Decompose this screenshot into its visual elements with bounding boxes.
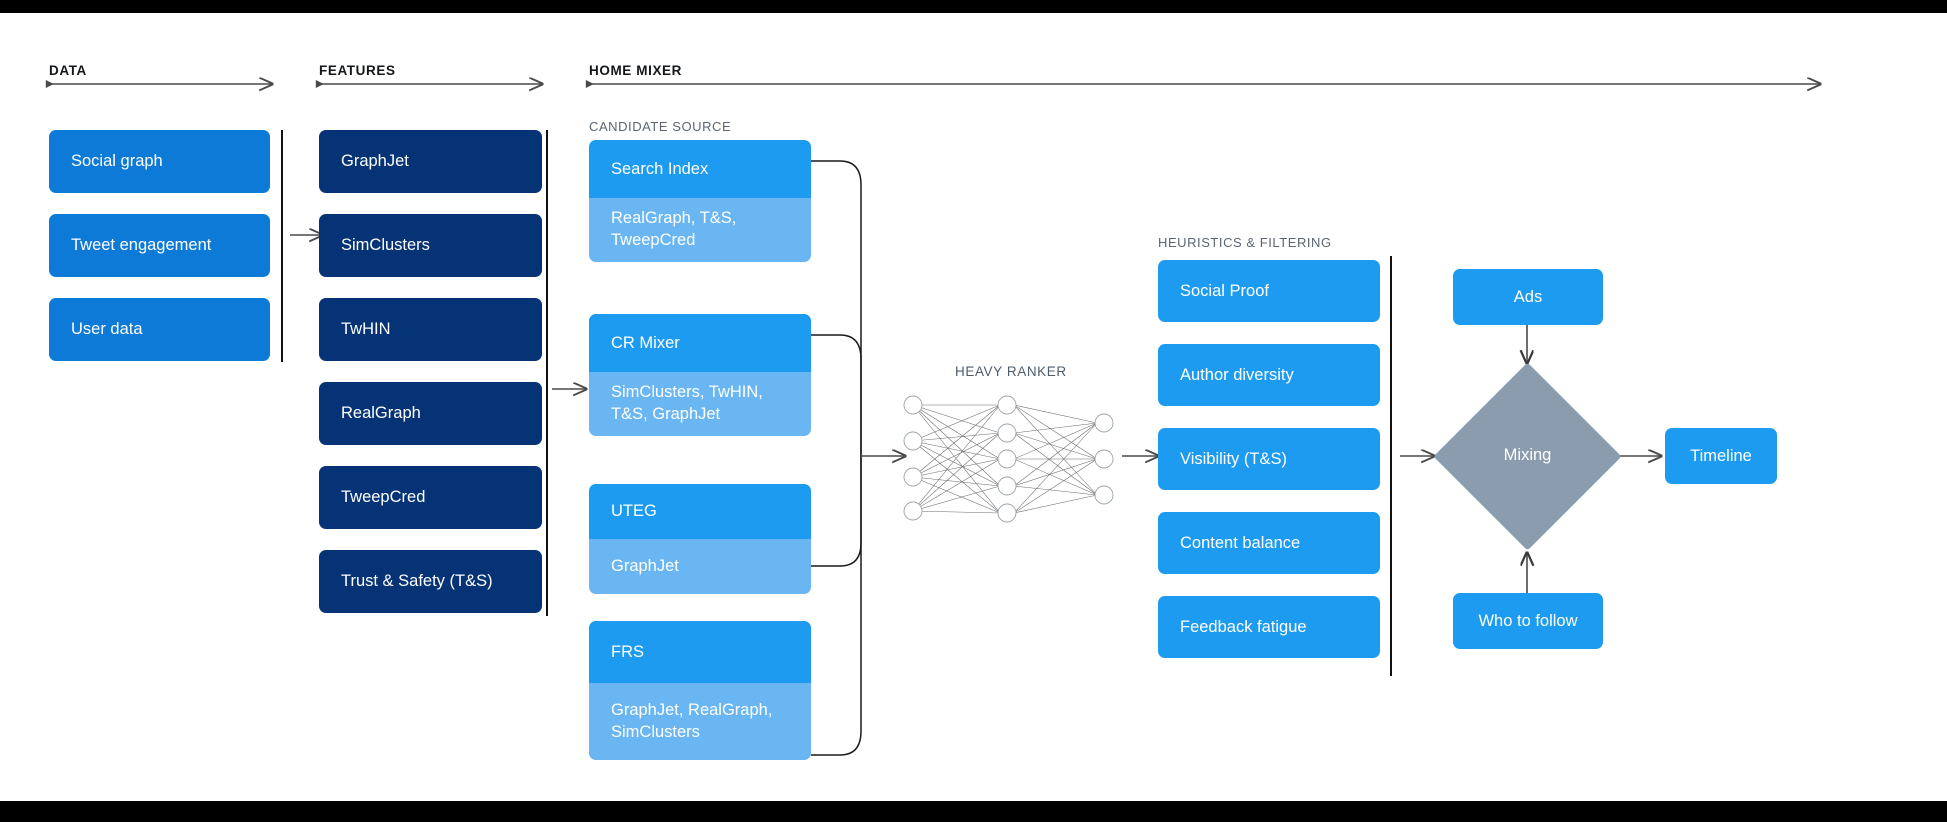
data-item-social-graph[interactable]: Social graph [49, 130, 270, 193]
features-item-twhin[interactable]: TwHIN [319, 298, 542, 361]
heuristics-item-label: Author diversity [1180, 365, 1294, 384]
section-header-features: FEATURES [319, 63, 396, 78]
features-item-tweepcred[interactable]: TweepCred [319, 466, 542, 529]
features-item-label: TwHIN [341, 320, 391, 339]
candidate-source-name: UTEG [589, 484, 811, 539]
subsection-header-candidate-source: CANDIDATE SOURCE [589, 119, 732, 134]
candidate-source-card-frs[interactable]: FRS GraphJet, RealGraph, SimClusters [589, 621, 811, 760]
separator-features-homemixer [546, 130, 548, 616]
heuristics-item-content-balance[interactable]: Content balance [1158, 512, 1380, 574]
data-item-label: Tweet engagement [71, 236, 212, 255]
candidate-source-features: GraphJet, RealGraph, SimClusters [589, 683, 811, 760]
subsection-header-heavy-ranker: HEAVY RANKER [955, 364, 1067, 379]
candidate-source-features: SimClusters, TwHIN, T&S, GraphJet [589, 372, 811, 436]
section-header-data: DATA [49, 63, 87, 78]
candidate-source-card-search-index[interactable]: Search Index RealGraph, T&S, TweepCred [589, 140, 811, 262]
candidate-source-name: Search Index [589, 140, 811, 198]
features-item-label: GraphJet [341, 152, 409, 171]
heuristics-item-label: Feedback fatigue [1180, 617, 1307, 636]
section-header-home-mixer: HOME MIXER [589, 63, 683, 78]
features-item-label: Trust & Safety (T&S) [341, 572, 493, 591]
ads-label: Ads [1513, 287, 1543, 306]
who-to-follow-label: Who to follow [1478, 611, 1578, 630]
features-item-label: SimClusters [341, 236, 430, 255]
heuristics-item-feedback-fatigue[interactable]: Feedback fatigue [1158, 596, 1380, 658]
candidate-source-features: GraphJet [589, 539, 811, 594]
features-item-trust-safety[interactable]: Trust & Safety (T&S) [319, 550, 542, 613]
data-item-tweet-engagement[interactable]: Tweet engagement [49, 214, 270, 277]
candidate-source-card-cr-mixer[interactable]: CR Mixer SimClusters, TwHIN, T&S, GraphJ… [589, 314, 811, 436]
candidate-source-card-uteg[interactable]: UTEG GraphJet [589, 484, 811, 594]
features-item-label: RealGraph [341, 404, 421, 423]
heuristics-item-label: Content balance [1180, 533, 1301, 552]
timeline-box[interactable]: Timeline [1665, 428, 1777, 484]
heuristics-item-label: Visibility (T&S) [1180, 449, 1287, 468]
data-item-label: Social graph [71, 152, 163, 171]
heuristics-item-visibility[interactable]: Visibility (T&S) [1158, 428, 1380, 490]
who-to-follow-box[interactable]: Who to follow [1453, 593, 1603, 649]
diagram-canvas: DATA FEATURES HOME MIXER Social graph Tw… [0, 13, 1947, 801]
heavy-ranker-network [903, 395, 1114, 523]
mixing-node-label: Mixing [1503, 446, 1552, 464]
data-item-user-data[interactable]: User data [49, 298, 270, 361]
candidate-source-features: RealGraph, T&S, TweepCred [589, 198, 811, 262]
separator-data-features [281, 130, 283, 362]
features-item-graphjet[interactable]: GraphJet [319, 130, 542, 193]
features-item-realgraph[interactable]: RealGraph [319, 382, 542, 445]
heuristics-item-label: Social Proof [1180, 281, 1269, 300]
features-item-simclusters[interactable]: SimClusters [319, 214, 542, 277]
subsection-header-heuristics: HEURISTICS & FILTERING [1158, 235, 1332, 250]
features-item-label: TweepCred [341, 488, 426, 507]
separator-heuristics-mixing [1390, 256, 1392, 676]
heuristics-item-author-diversity[interactable]: Author diversity [1158, 344, 1380, 406]
heuristics-item-social-proof[interactable]: Social Proof [1158, 260, 1380, 322]
data-item-label: User data [71, 320, 143, 339]
ads-box[interactable]: Ads [1453, 269, 1603, 325]
candidate-source-name: FRS [589, 621, 811, 683]
top-letterbox-bar [0, 0, 1947, 13]
timeline-label: Timeline [1690, 446, 1752, 465]
candidate-source-name: CR Mixer [589, 314, 811, 372]
bottom-letterbox-bar [0, 801, 1947, 822]
